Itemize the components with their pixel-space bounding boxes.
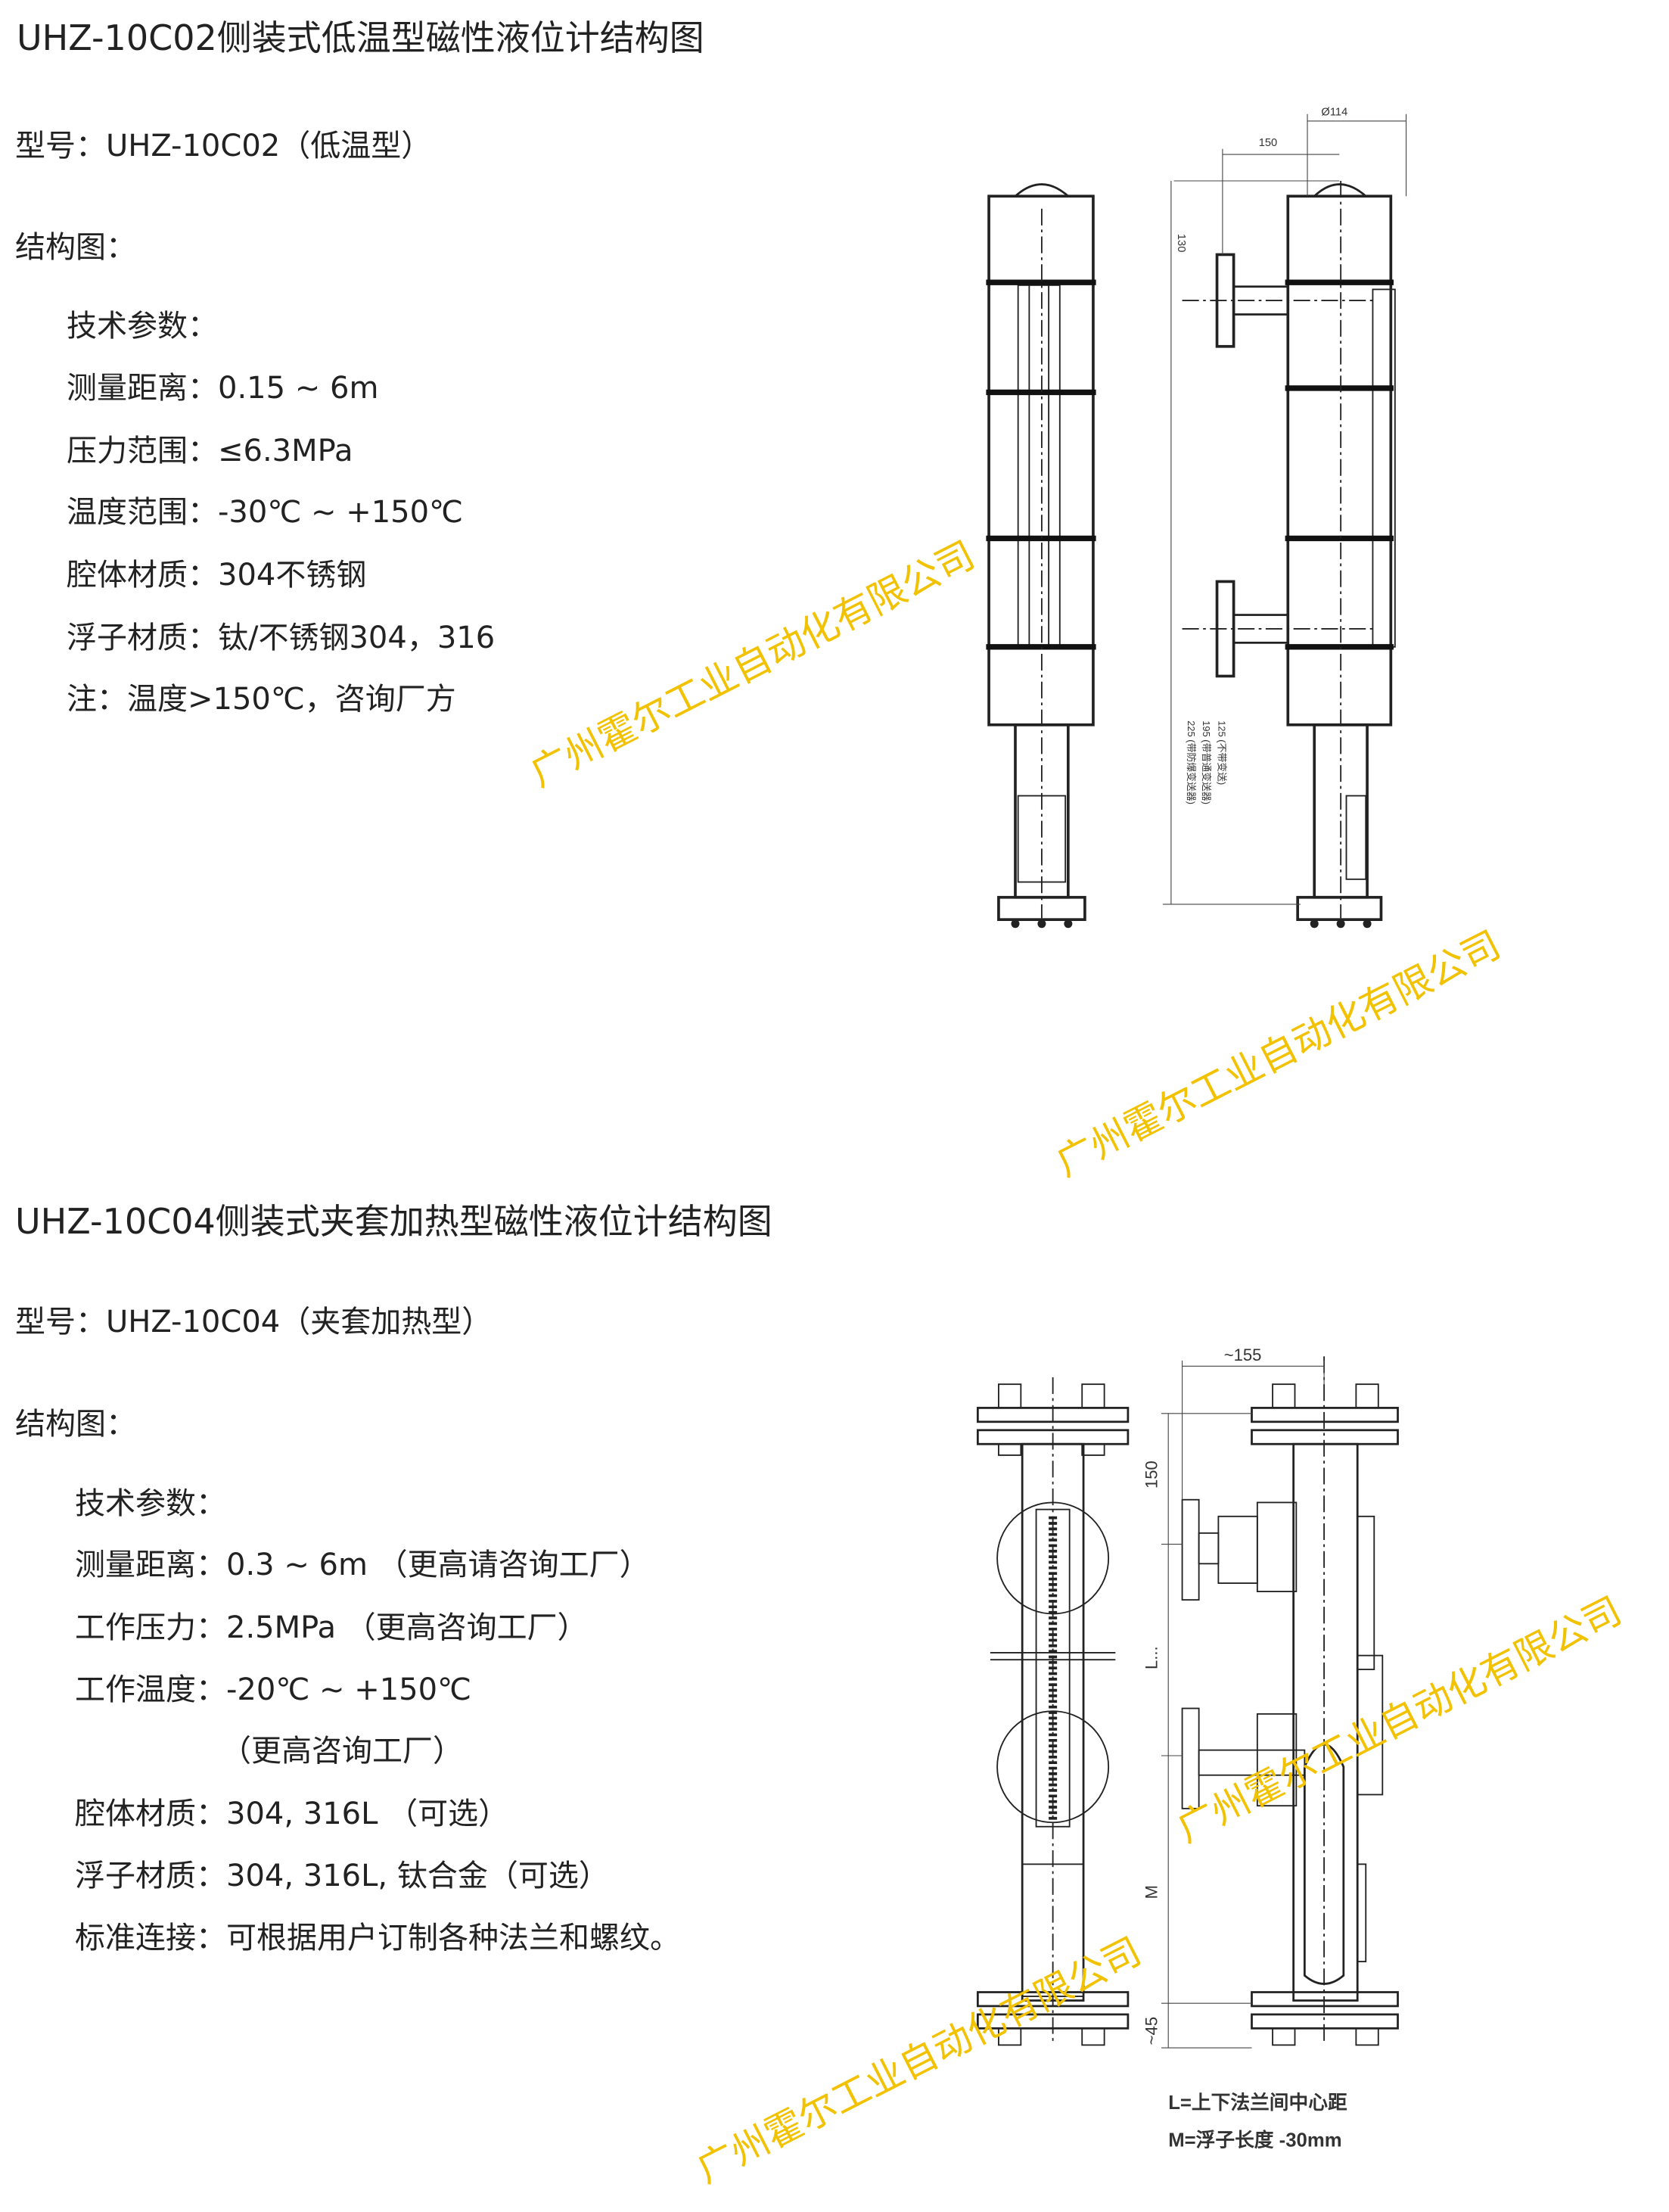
dim-bottom: ~45 <box>1142 2017 1161 2045</box>
level-gauge-side-view-2: ~155 150 L... M ~45 L=上下法兰间中心距 M=浮子长度 -3… <box>1142 1346 1399 2151</box>
section1-structure-label: 结构图： <box>15 230 136 265</box>
param-item: 标准连接：可根据用户订制各种法兰和螺纹。 <box>75 1921 680 1955</box>
section1-params-title: 技术参数： <box>67 309 218 344</box>
section1-title: UHZ-10C02侧装式低温型磁性液位计结构图 <box>17 17 704 58</box>
param-item: 测量距离：0.3 ~ 6m （更高请咨询工厂） <box>75 1548 650 1582</box>
param-item: 压力范围：≤6.3MPa <box>67 434 353 468</box>
section2-model: 型号：UHZ-10C04（夹套加热型） <box>15 1305 493 1339</box>
param-item: 浮子材质：304, 316L, 钛合金（可选） <box>75 1859 609 1893</box>
section2-structure-label: 结构图： <box>15 1407 136 1442</box>
dim-bottom-1: 125 (不带变送) <box>1216 720 1227 785</box>
dim-width: 150 <box>1259 137 1278 149</box>
dim-width: ~155 <box>1224 1346 1262 1364</box>
note-l: L=上下法兰间中心距 <box>1168 2092 1347 2114</box>
note-m: M=浮子长度 -30mm <box>1168 2129 1341 2151</box>
dim-bottom-3: 225 (带防爆变送器) <box>1186 720 1197 804</box>
section1-model: 型号：UHZ-10C02（低温型） <box>15 129 432 163</box>
param-item: 测量距离：0.15 ~ 6m <box>67 371 379 406</box>
param-item: 腔体材质：304, 316L （可选） <box>75 1797 509 1831</box>
dim-top: 130 <box>1175 234 1187 253</box>
param-item: （更高咨询工厂） <box>221 1734 463 1769</box>
param-item: 工作温度：-20℃ ~ +150℃ <box>75 1672 471 1707</box>
dim-diameter: Ø114 <box>1321 107 1347 119</box>
param-item: 温度范围：-30℃ ~ +150℃ <box>67 495 463 530</box>
param-item: 腔体材质：304不锈钢 <box>67 558 367 593</box>
param-item: 注：温度>150℃，咨询厂方 <box>67 682 456 717</box>
param-item: 浮子材质：钛/不锈钢304，316 <box>67 621 496 655</box>
dim-top: 150 <box>1142 1461 1161 1489</box>
level-gauge-front-view-1 <box>986 183 1096 929</box>
param-item: 工作压力：2.5MPa （更高咨询工厂） <box>75 1610 588 1645</box>
dim-bottom-2: 195 (带普通变送器) <box>1201 720 1212 804</box>
dim-center: L... <box>1142 1646 1161 1669</box>
level-gauge-side-view-1: Ø114 150 130 125 (不带变送) 195 (带普通变送器) 225… <box>1162 107 1407 929</box>
section2-params-title: 技术参数： <box>75 1486 226 1521</box>
dim-float: M <box>1142 1885 1161 1899</box>
section2-title: UHZ-10C04侧装式夹套加热型磁性液位计结构图 <box>15 1201 772 1242</box>
level-gauge-front-view-2 <box>976 1377 1130 2046</box>
